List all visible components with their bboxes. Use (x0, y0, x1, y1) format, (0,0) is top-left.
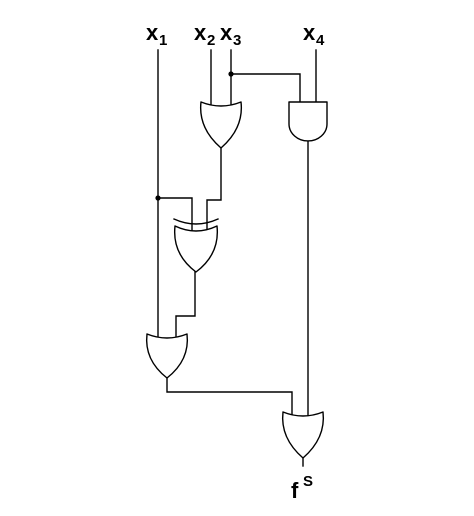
input-label-x4: x 4 (303, 20, 325, 49)
wire-or2-to-or3 (166, 375, 293, 417)
input-label-x1-sub: 1 (159, 32, 167, 49)
input-label-x2: x 2 (194, 20, 215, 49)
junction-x3 (228, 71, 234, 77)
xor-gate-extra-curve (173, 218, 219, 225)
wire-x1-to-xor (157, 197, 193, 231)
input-label-x2-base: x (194, 20, 207, 45)
input-label-x2-sub: 2 (207, 32, 215, 49)
xor-gate-body (173, 225, 219, 273)
and-gate-x3-x4 (288, 101, 328, 142)
input-label-x3-sub: 3 (233, 32, 241, 49)
or-gate-x2-x3 (199, 101, 243, 149)
wire-x3-to-and (230, 73, 301, 103)
input-label-x3: x 3 (220, 20, 241, 49)
wire-or1-to-xor (206, 145, 222, 231)
or-gate-left (145, 333, 189, 379)
output-label: f S (291, 473, 313, 503)
input-label-x4-sub: 4 (316, 32, 325, 49)
junction-x1 (155, 195, 161, 201)
input-label-x4-base: x (303, 20, 316, 45)
wire-xor-to-or2 (175, 269, 196, 339)
input-label-x3-base: x (220, 20, 233, 45)
xor-gate (173, 218, 219, 273)
output-label-base: f (291, 478, 299, 503)
input-label-x1: x 1 (146, 20, 167, 49)
output-label-sup: S (303, 473, 313, 490)
or-gate-final (281, 411, 325, 459)
input-label-x1-base: x (146, 20, 159, 45)
